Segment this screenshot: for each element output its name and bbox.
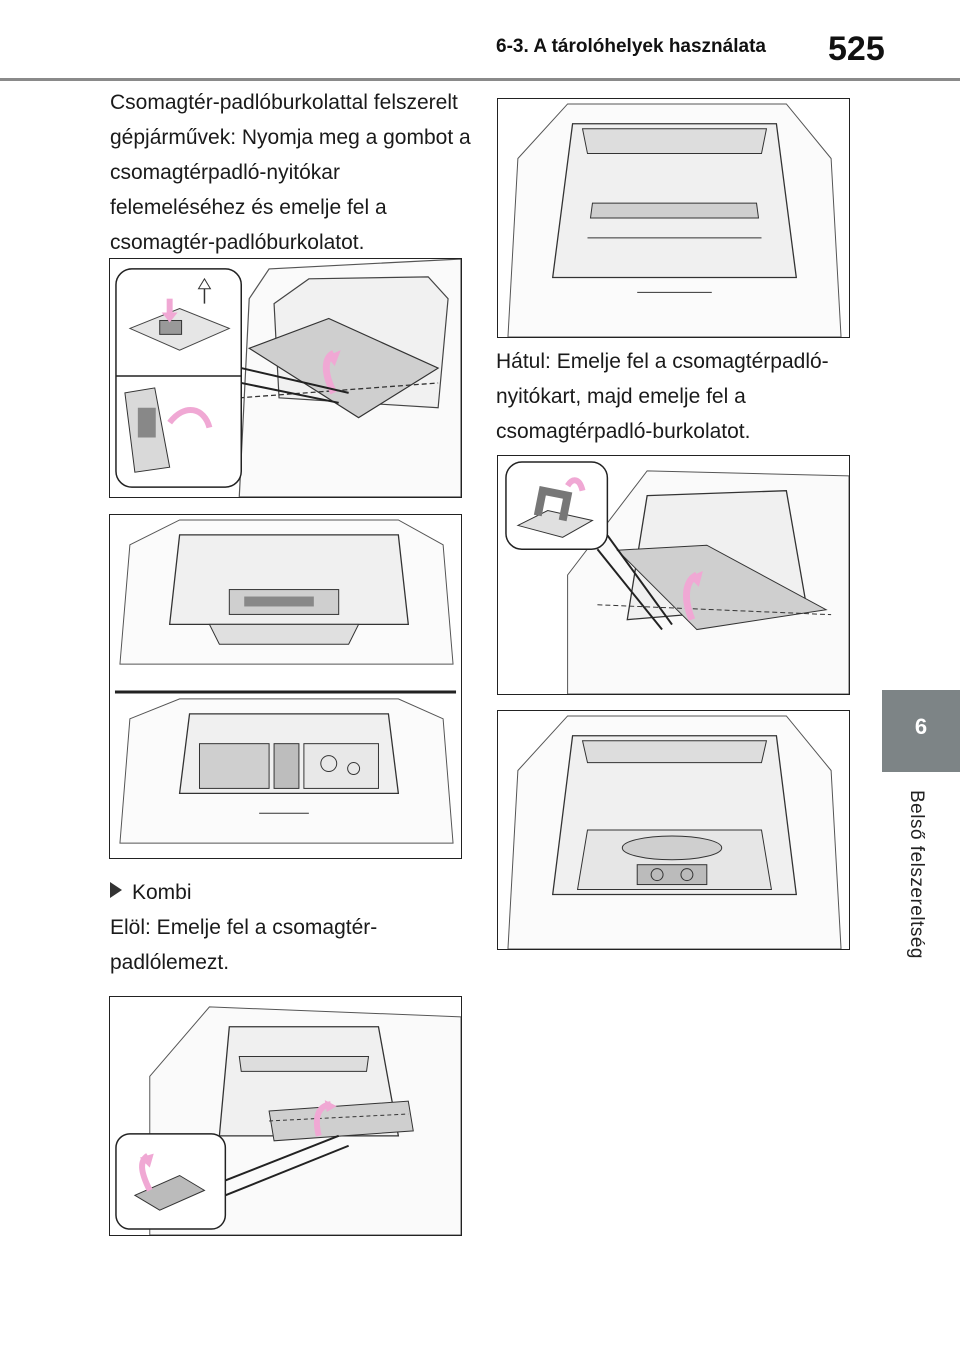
illustration-kombi-front-floor (109, 996, 462, 1236)
chapter-tab: 6 (882, 690, 960, 772)
page-number: 525 (828, 30, 885, 68)
illustration-kombi-rear-cover (497, 98, 850, 338)
paragraph-rear: Hátul: Emelje fel a csomagtérpadló-nyitó… (496, 350, 829, 443)
section-title: 6-3. A tárolóhelyek használata (496, 36, 766, 57)
illustration-kombi-rear-lever (497, 455, 850, 695)
triangle-bullet-icon (110, 882, 122, 898)
chapter-number: 6 (914, 714, 928, 739)
chapter-label: Belső felszereltség (906, 790, 927, 959)
paragraph-floor-cover: Csomagtér-padlóburkolattal felszerelt gé… (110, 91, 471, 254)
kombi-text: Kombi (132, 881, 192, 904)
illustration-floor-cover-button (109, 258, 462, 498)
header-rule (0, 78, 960, 81)
kombi-label: Kombi (110, 875, 192, 910)
paragraph-front: Elöl: Emelje fel a csomagtér-padlólemezt… (110, 916, 378, 974)
illustration-rear-compartment (109, 514, 462, 859)
illustration-kombi-rear-open (497, 710, 850, 950)
